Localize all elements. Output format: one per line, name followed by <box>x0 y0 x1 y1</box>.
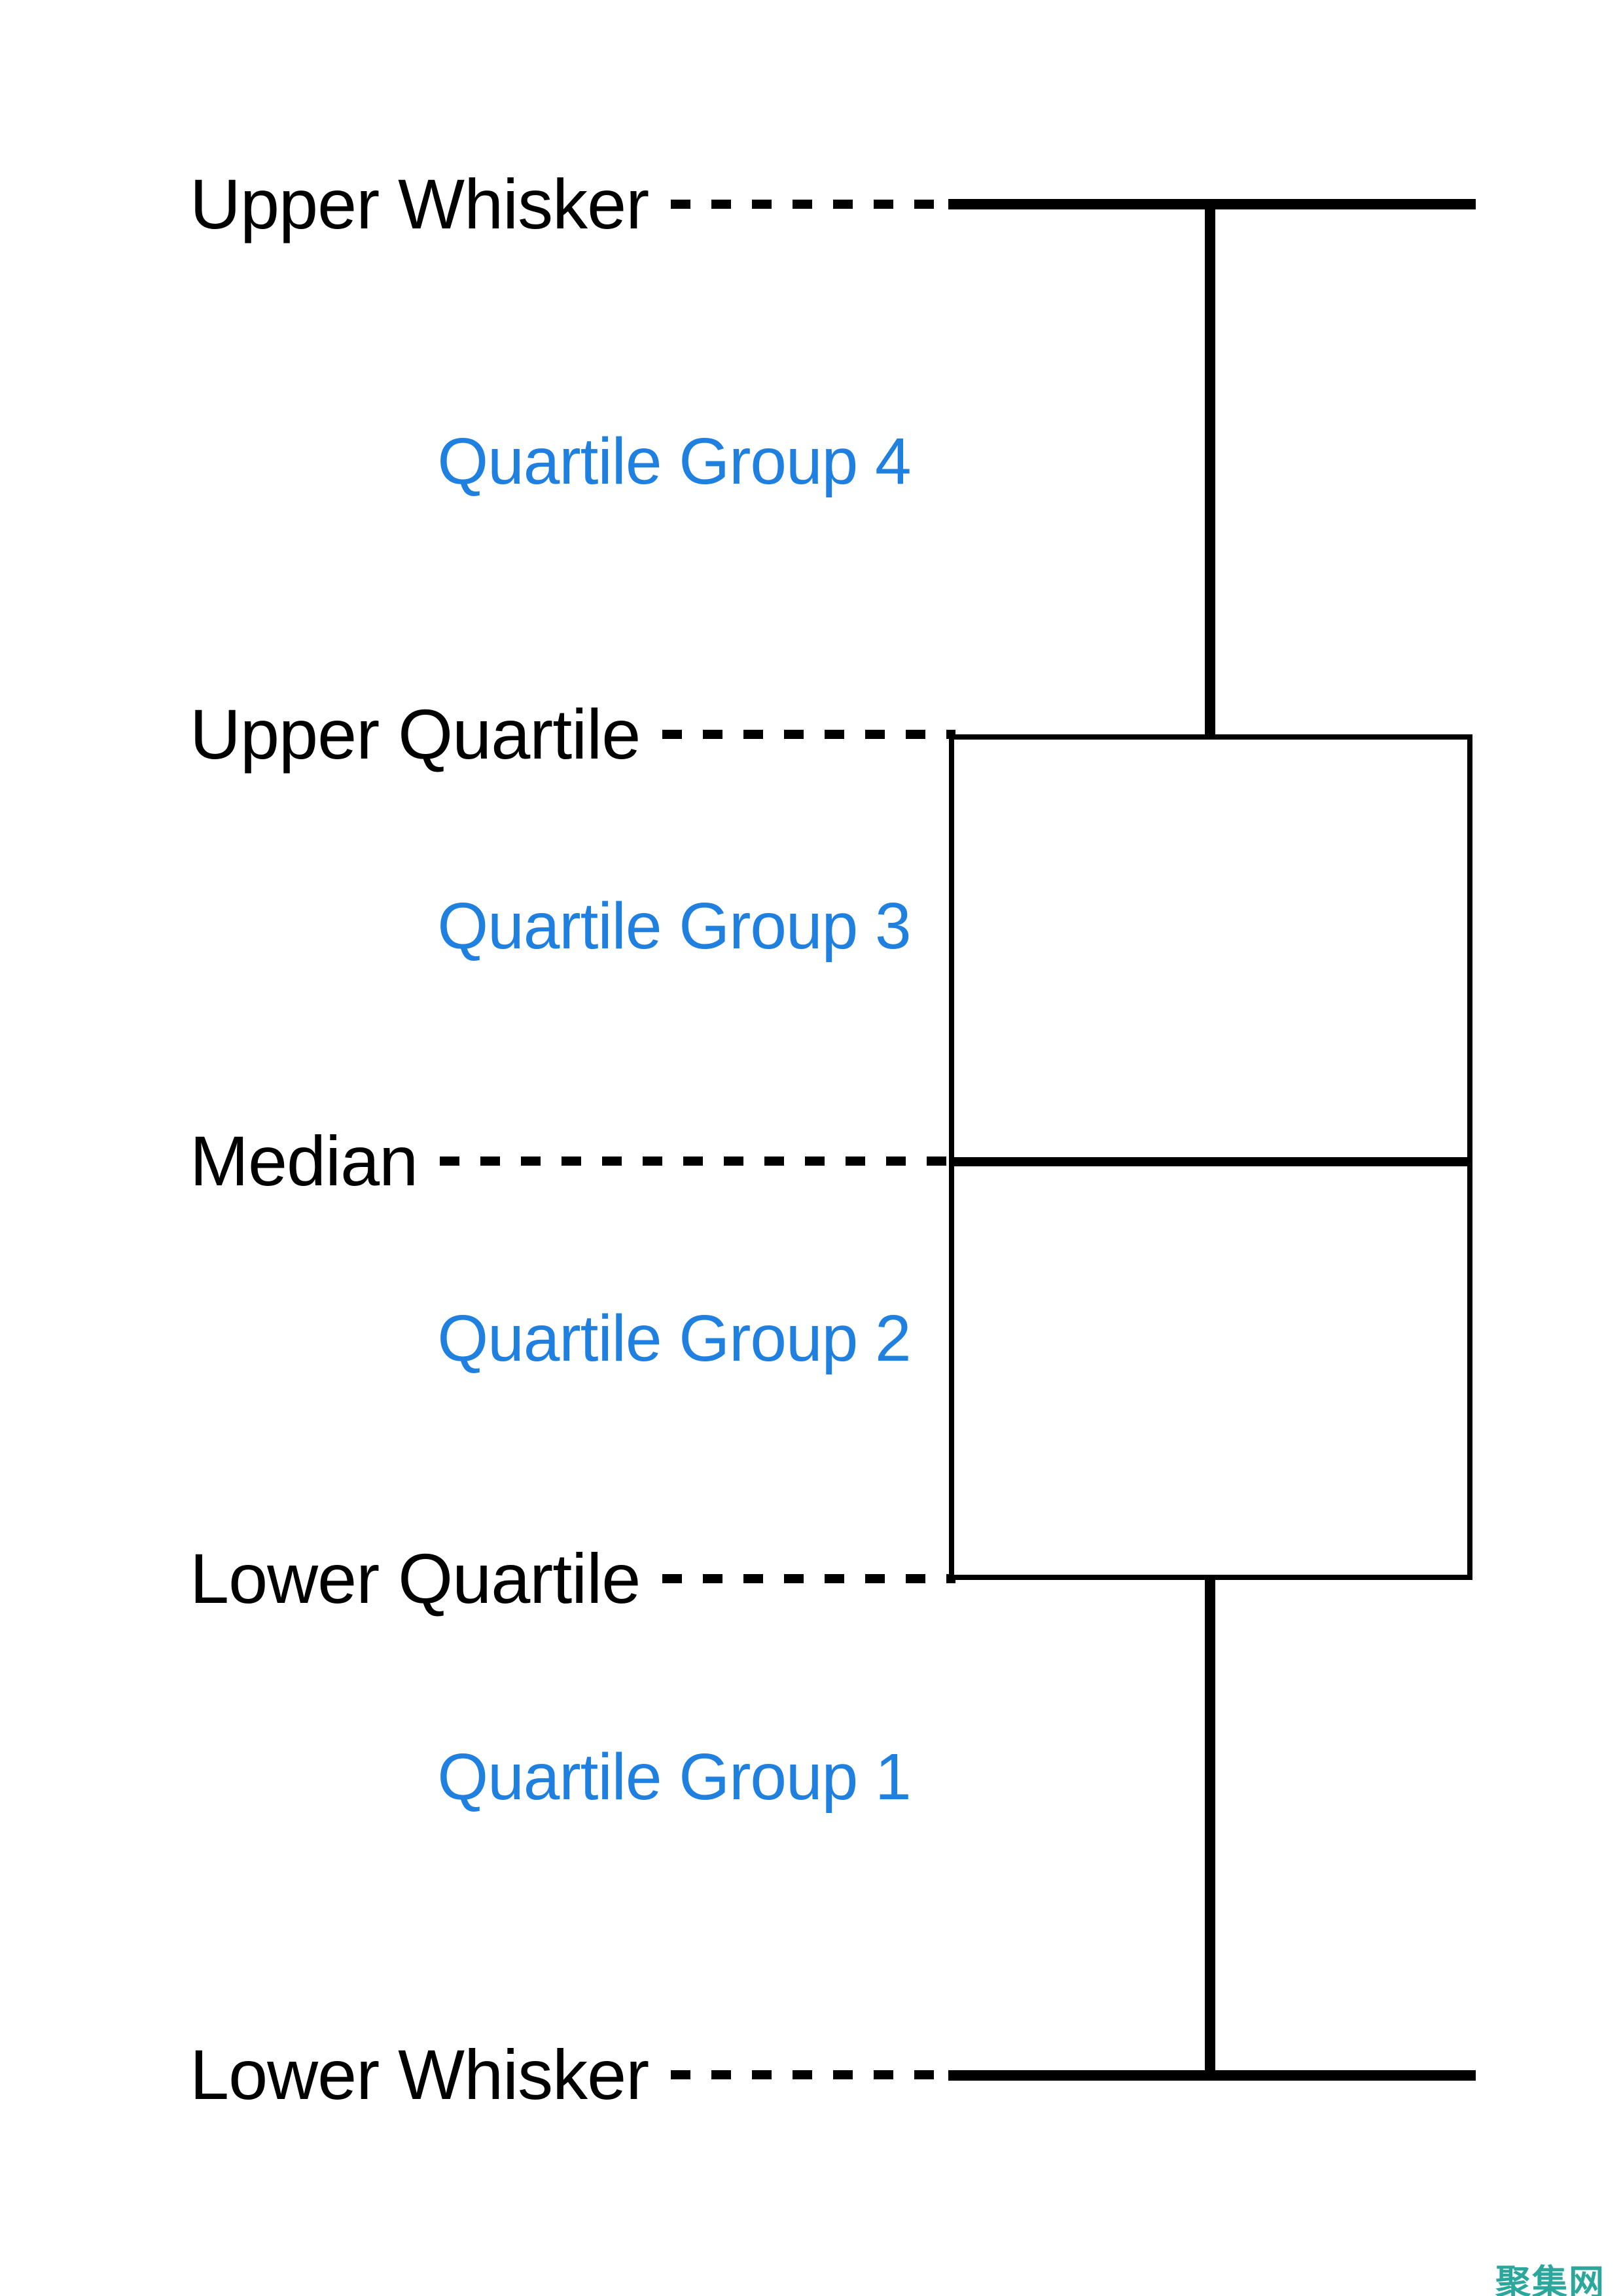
annotation-label-median: Median <box>190 1121 418 1200</box>
quartile-group-2-label: Quartile Group 2 <box>437 1302 911 1375</box>
annotation-median: Median <box>190 1119 955 1204</box>
upper-whisker-stem <box>1205 204 1215 738</box>
annotation-label-upper-quartile: Upper Quartile <box>190 694 641 774</box>
lower-whisker-cap <box>948 2070 1476 2081</box>
annotation-lower-quartile: Lower Quartile <box>190 1536 955 1621</box>
annotation-upper-whisker: Upper Whisker <box>190 162 955 247</box>
leader-line-lower-whisker <box>671 2070 955 2079</box>
leader-line-lower-quartile <box>662 1574 955 1583</box>
annotation-label-lower-quartile: Lower Quartile <box>190 1539 641 1618</box>
annotation-lower-whisker: Lower Whisker <box>190 2032 955 2117</box>
annotation-label-upper-whisker: Upper Whisker <box>190 164 649 243</box>
leader-line-median <box>440 1157 955 1166</box>
leader-line-upper-quartile <box>662 730 955 739</box>
quartile-group-4-label: Quartile Group 4 <box>437 425 911 498</box>
annotation-label-lower-whisker: Lower Whisker <box>190 2035 649 2114</box>
quartile-group-3-label: Quartile Group 3 <box>437 889 911 963</box>
watermark-logo: 聚集网 <box>1495 2263 1605 2296</box>
quartile-group-1-label: Quartile Group 1 <box>437 1740 911 1814</box>
lower-whisker-stem <box>1205 1576 1215 2080</box>
annotation-upper-quartile: Upper Quartile <box>190 692 955 777</box>
leader-line-upper-whisker <box>671 200 955 209</box>
median-line <box>949 1157 1472 1166</box>
